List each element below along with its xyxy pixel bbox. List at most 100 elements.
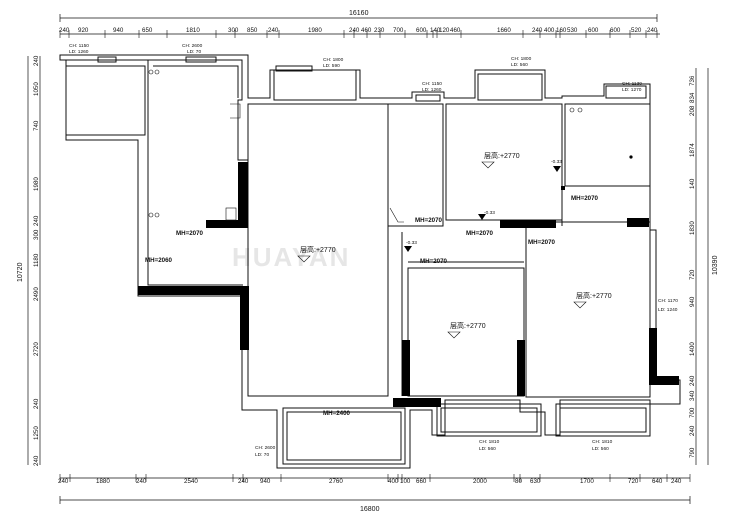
door-height-label: MH=2070 [415, 217, 443, 224]
window-sill-note: LD: 590 [323, 63, 340, 69]
door-height-label: MH=2070 [528, 239, 556, 246]
bottom-dimension-ticks [59, 474, 691, 482]
dim-bottom: 2760 [329, 478, 343, 485]
floor-offset-label: -0.33 [484, 210, 495, 216]
level-labels: 层高:+2770 层高:+2770 层高:+2770 层高:+2770 -0.3… [300, 151, 612, 330]
dim-left: 240 [33, 455, 40, 466]
dim-right: 208 [689, 105, 696, 116]
solid-wall-segments [138, 162, 679, 407]
dim-bottom: 660 [416, 478, 427, 485]
top-segment-dimensions: 240 920 940 650 1810 300 850 240 1980 24… [59, 27, 658, 34]
dim-top: 600 [588, 27, 599, 34]
dim-top: 650 [142, 27, 153, 34]
overall-right-dimension: 10390 [712, 255, 719, 275]
window-sill-note: LD: 1260 [422, 87, 442, 93]
dim-top: 460 [361, 27, 372, 34]
overall-top-dimension: 16160 [349, 10, 369, 17]
dim-bottom: 2540 [184, 478, 198, 485]
window-height-note: CH: 1130 [622, 81, 642, 87]
window-sill-note: LD: 70 [187, 49, 201, 55]
right-segment-dimensions: 736 834 208 1874 140 1830 720 940 1400 2… [689, 75, 696, 458]
dim-top: 460 [450, 27, 461, 34]
door-height-label: MH=2070 [176, 230, 204, 237]
window-sill-note: LD: 560 [511, 62, 528, 68]
dim-right: 834 [689, 92, 696, 103]
window-height-note: CH: 1170 [658, 298, 678, 304]
dim-right: 340 [689, 390, 696, 401]
dim-bottom: 640 [652, 478, 663, 485]
window-notes: CH: 1150 LD: 1260 CH: 2600 LD: 70 CH: 18… [69, 43, 678, 458]
level-markers [297, 161, 587, 339]
dim-left: 300 [33, 229, 40, 240]
dim-top: 240 [532, 27, 543, 34]
dim-bottom: 1880 [96, 478, 110, 485]
dim-right: 940 [689, 296, 696, 307]
dim-top: 120 [439, 27, 450, 34]
dim-bottom: 630 [530, 478, 541, 485]
dim-top: 600 [416, 27, 427, 34]
ceiling-level-label: 层高:+2770 [450, 321, 486, 330]
fixtures [148, 69, 583, 223]
overall-left-dimension: 10720 [17, 262, 24, 282]
window-sill-note: LD: 1270 [622, 87, 642, 93]
dim-right: 736 [689, 75, 696, 86]
dim-bottom: 940 [260, 478, 271, 485]
dim-top: 300 [228, 27, 239, 34]
fixture-dot [629, 155, 633, 159]
dim-top: 940 [113, 27, 124, 34]
dim-top: 850 [247, 27, 258, 34]
dim-left: 1180 [33, 253, 40, 267]
top-dimension-ticks [59, 30, 658, 38]
window-height-note: CH: 2600 [182, 43, 203, 49]
window-sill-note: LD: 70 [255, 452, 269, 458]
dim-left: 1250 [33, 426, 40, 440]
window-height-note: CH: 1150 [422, 81, 442, 87]
dim-top: 240 [268, 27, 279, 34]
dim-bottom: 240 [671, 478, 682, 485]
dim-bottom: 1700 [580, 478, 594, 485]
dim-top: 240 [647, 27, 658, 34]
dim-top: 1980 [308, 27, 322, 34]
dim-top: 160 [556, 27, 567, 34]
door-height-label: MH=2070 [420, 258, 448, 265]
door-height-label: MH=2060 [145, 257, 173, 264]
dim-top: 600 [610, 27, 621, 34]
dim-right: 790 [689, 447, 696, 458]
overall-dimension-lines [27, 14, 709, 504]
window-height-note: CH: 2600 [255, 445, 276, 451]
dim-bottom: 80 [515, 478, 522, 485]
dim-top: 400 [544, 27, 555, 34]
left-segment-dimensions: 240 1050 740 1980 240 300 1180 2490 2720… [33, 55, 40, 466]
window-sill-note: LD: 560 [479, 446, 496, 452]
dim-left: 240 [33, 215, 40, 226]
dim-top: 240 [59, 27, 70, 34]
window-height-note: CH: 1810 [479, 439, 500, 445]
window-sill-note: LD: 560 [592, 446, 609, 452]
floor-offset-label: -0.33 [551, 159, 562, 165]
dim-top: 520 [631, 27, 642, 34]
dim-right: 140 [689, 178, 696, 189]
floor-offset-label: -0.33 [406, 240, 417, 246]
door-height-label: MH=2400 [323, 410, 351, 417]
window-height-note: CH: 1800 [511, 56, 532, 62]
dim-bottom: 240 [58, 478, 69, 485]
overall-bottom-dimension: 16800 [360, 506, 380, 513]
dim-left: 1980 [33, 177, 40, 191]
dim-left: 240 [33, 398, 40, 409]
window-height-note: CH: 1810 [592, 439, 613, 445]
window-height-note: CH: 1800 [323, 57, 344, 63]
dim-right: 240 [689, 375, 696, 386]
dim-left: 240 [33, 55, 40, 66]
dim-bottom: 400 [388, 478, 399, 485]
dim-right: 1830 [689, 221, 696, 235]
dim-right: 240 [689, 425, 696, 436]
dim-top: 1660 [497, 27, 511, 34]
dim-top: 240 [349, 27, 360, 34]
dim-top: 530 [567, 27, 578, 34]
dim-bottom: 2000 [473, 478, 487, 485]
wall-outlines [59, 54, 681, 469]
ceiling-level-label: 层高:+2770 [300, 245, 336, 254]
dim-bottom: 100 [400, 478, 411, 485]
dim-right: 1874 [689, 143, 696, 157]
door-height-label: MH=2070 [571, 195, 599, 202]
